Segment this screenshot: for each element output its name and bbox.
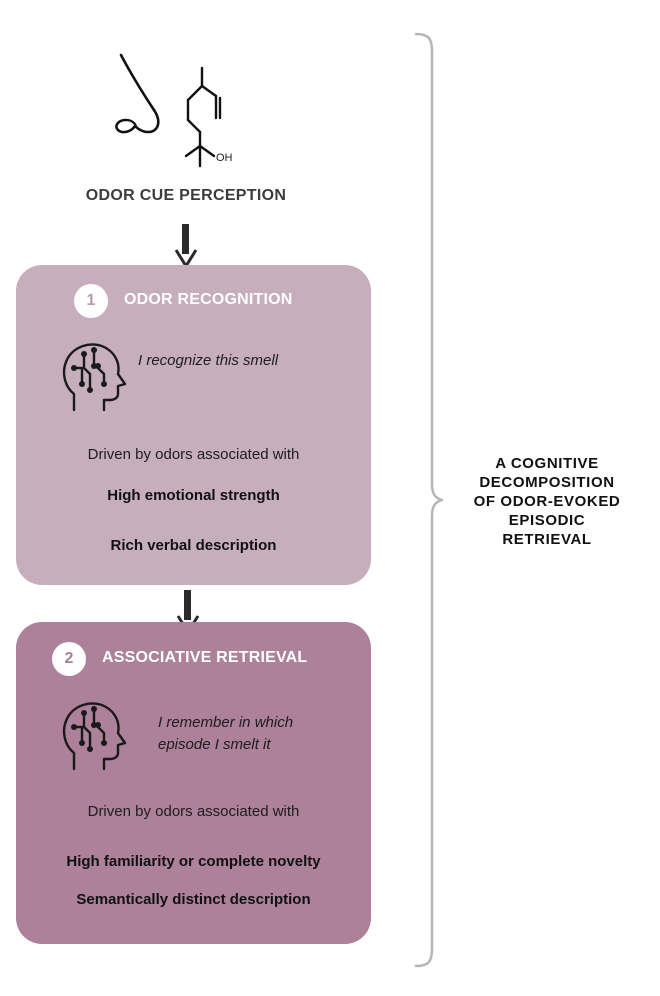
quote-line: I remember in which — [158, 714, 294, 731]
quote-line: episode I smelt it — [158, 736, 271, 753]
step-number-badge: 1 — [74, 284, 108, 318]
head-brain-icon — [62, 343, 127, 412]
step-1-box — [16, 265, 371, 585]
factor-item: High familiarity or complete novelty — [66, 853, 321, 870]
side-title-line: DECOMPOSITION — [479, 474, 615, 491]
side-title: A COGNITIVE DECOMPOSITION OF ODOR-EVOKED… — [446, 454, 648, 549]
molecule-icon — [184, 66, 222, 168]
hydroxyl-label: OH — [216, 152, 233, 164]
cue-title: ODOR CUE PERCEPTION — [85, 187, 287, 204]
factor-item: Semantically distinct description — [76, 891, 311, 908]
driven-text: Driven by odors associated with — [87, 803, 300, 820]
step-title: ODOR RECOGNITION — [124, 291, 293, 308]
step-2-box — [16, 622, 371, 944]
driven-text: Driven by odors associated with — [87, 446, 300, 463]
quote-line: I recognize this smell — [138, 352, 279, 369]
side-title-line: A COGNITIVE — [495, 455, 599, 472]
step-title: ASSOCIATIVE RETRIEVAL — [102, 649, 308, 666]
head-brain-icon — [62, 702, 127, 771]
step-quote: I remember in which episode I smelt it — [158, 712, 293, 756]
step-number-badge: 2 — [52, 642, 86, 676]
side-title-line: OF ODOR-EVOKED — [473, 493, 621, 510]
factor-item: High emotional strength — [107, 487, 280, 504]
side-title-line: RETRIEVAL — [502, 531, 592, 548]
step-quote: I recognize this smell — [138, 350, 278, 372]
curly-bracket — [414, 32, 444, 968]
factor-item: Rich verbal description — [110, 537, 277, 554]
side-title-line: EPISODIC — [508, 512, 586, 529]
nose-icon — [115, 53, 160, 134]
